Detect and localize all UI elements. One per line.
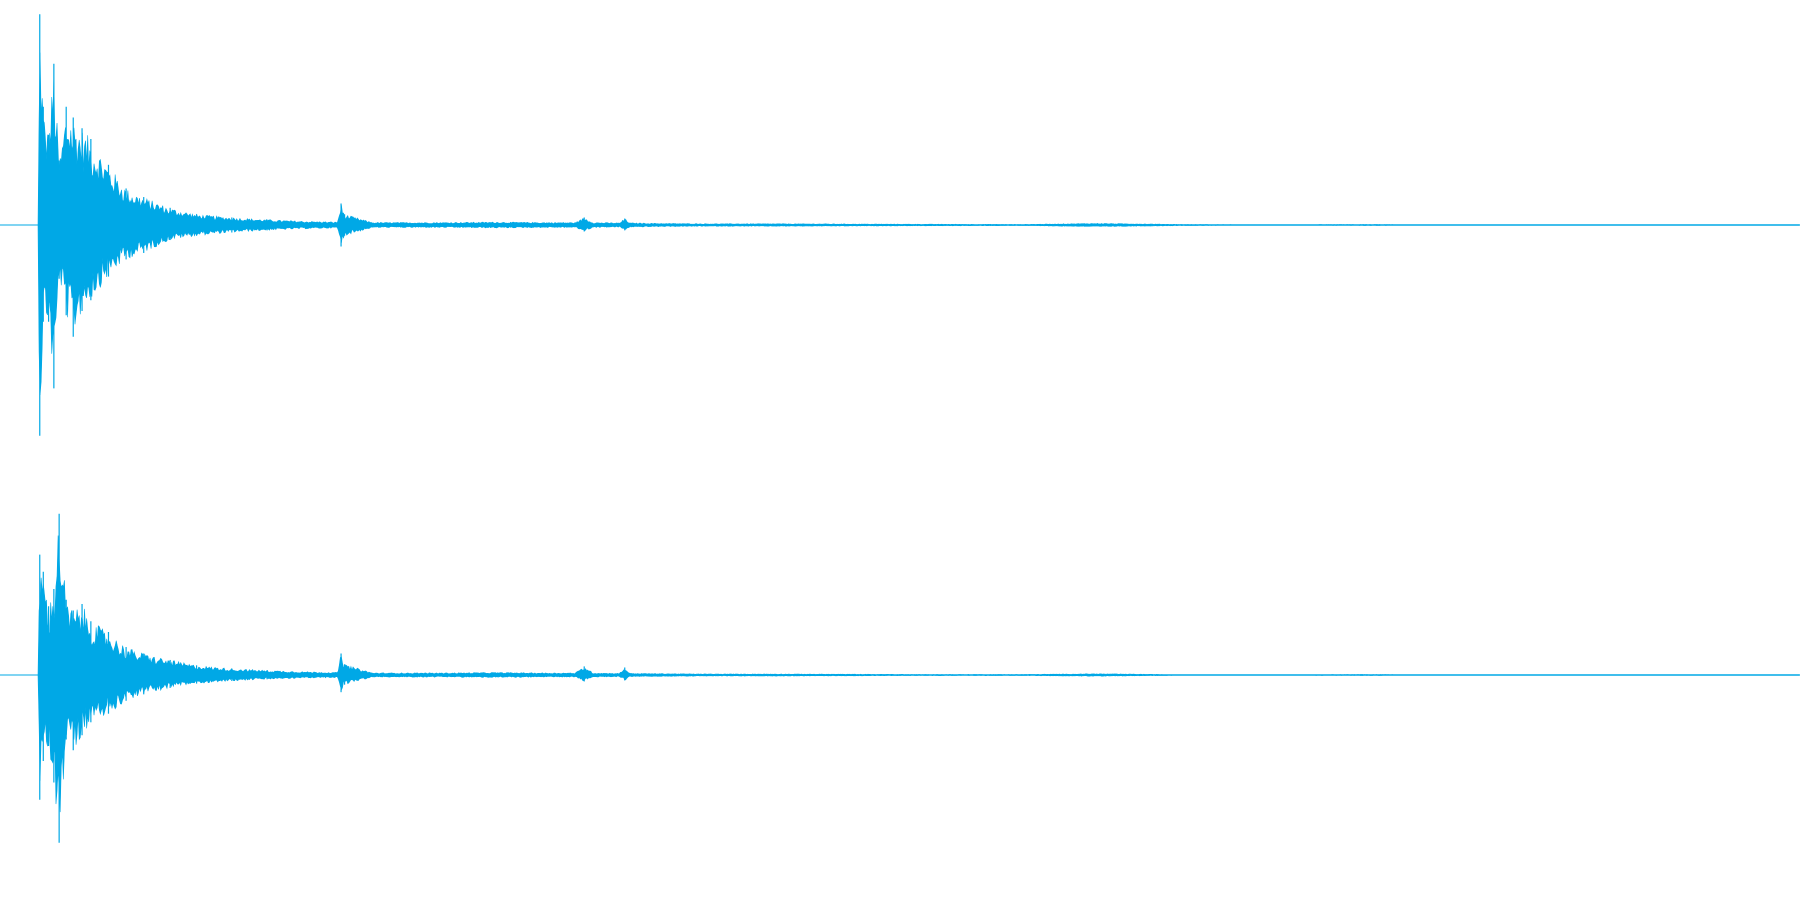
channel-2-waveform xyxy=(0,513,1800,843)
channel-2-waveform-envelope xyxy=(37,535,1800,813)
channel-1-waveform xyxy=(0,14,1800,436)
channel-1-waveform-envelope xyxy=(37,52,1800,396)
